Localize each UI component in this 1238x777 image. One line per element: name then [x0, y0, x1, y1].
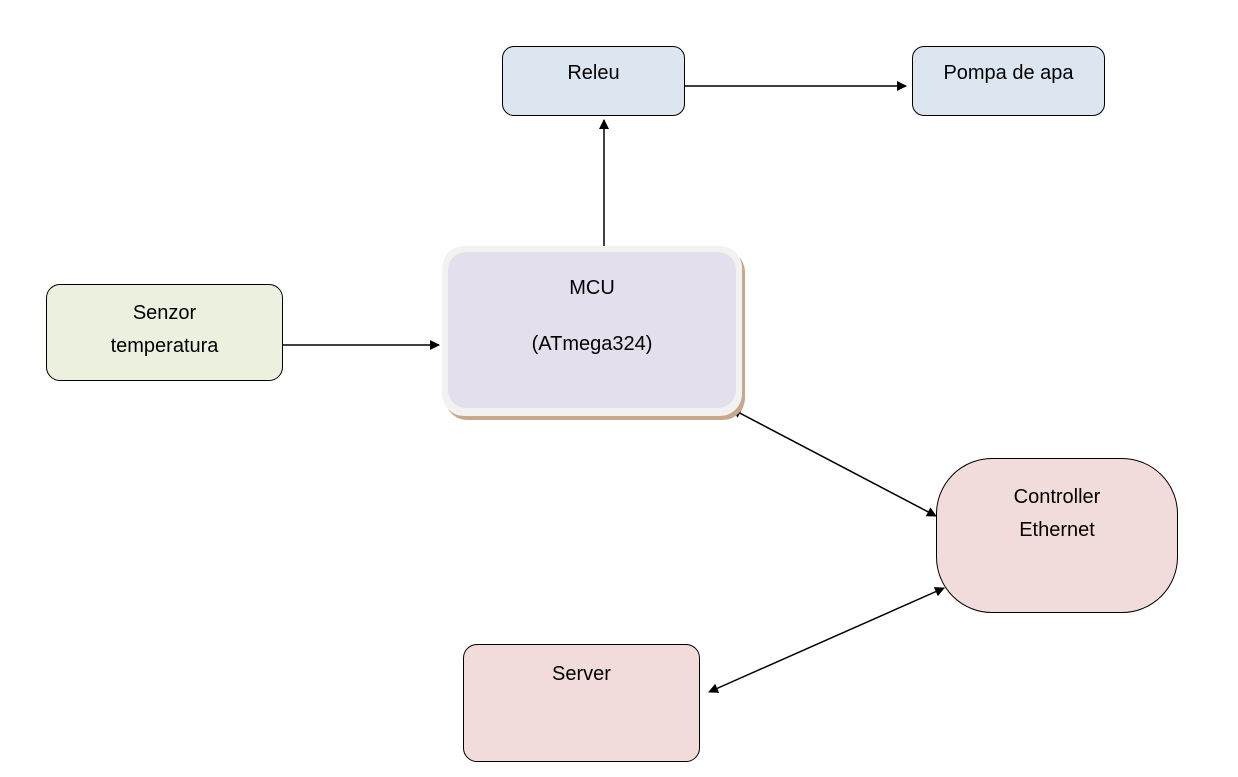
temperature-sensor-node: Senzor temperatura	[46, 284, 283, 381]
water-pump-node: Pompa de apa	[912, 46, 1105, 116]
relay-node: Releu	[502, 46, 685, 116]
server-node: Server	[463, 644, 700, 762]
edge-mcu-ethernet	[731, 408, 937, 517]
temperature-sensor-label-line-2: temperatura	[110, 335, 219, 357]
temperature-sensor-label-line-1: Senzor	[132, 302, 197, 324]
mcu-name-label: MCU	[569, 277, 615, 299]
relay-label: Releu	[567, 62, 620, 84]
mcu-node-body: MCU (ATmega324)	[448, 252, 736, 408]
edge-ethernet-server	[708, 587, 945, 693]
ethernet-controller-label-line-1: Controller	[1013, 486, 1101, 508]
ethernet-controller-node: Controller Ethernet	[936, 458, 1178, 613]
mcu-node: MCU (ATmega324)	[442, 246, 742, 416]
water-pump-label: Pompa de apa	[943, 62, 1074, 84]
mcu-model-label: (ATmega324)	[531, 333, 653, 355]
ethernet-controller-label-line-2: Ethernet	[1019, 519, 1095, 541]
server-label: Server	[552, 663, 611, 685]
